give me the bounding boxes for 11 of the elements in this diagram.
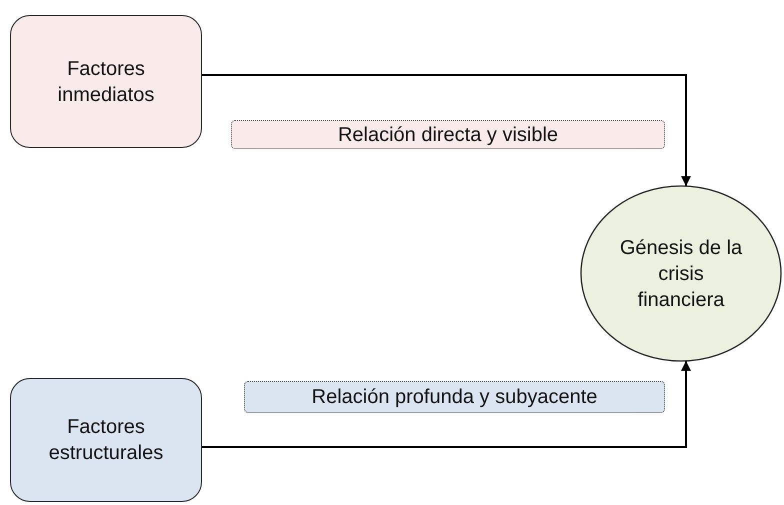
node-label: Génesis de la crisis financiera [618, 236, 744, 312]
factor-box [10, 378, 202, 502]
node-label: Factores inmediatos [56, 56, 156, 108]
node-label: Relación directa y visible [338, 122, 558, 148]
node-label: Factores estructurales [48, 415, 164, 466]
arrow [202, 360, 691, 448]
factor-box [10, 15, 202, 148]
relation-box [244, 381, 665, 413]
node-label: Relación profunda y subyacente [312, 385, 598, 410]
arrow [202, 74, 691, 186]
relation-box [231, 120, 665, 149]
